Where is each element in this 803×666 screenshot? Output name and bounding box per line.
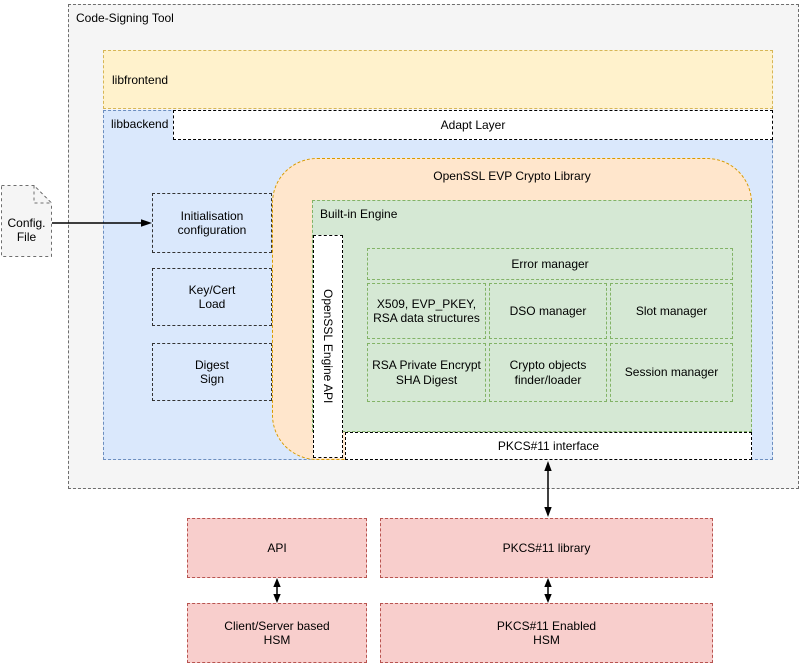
config-file-label: Config. File — [7, 215, 46, 244]
rsa-private-encrypt-box: RSA Private Encrypt SHA Digest — [367, 343, 486, 402]
slot-manager-label: Slot manager — [635, 303, 708, 318]
session-manager-label: Session manager — [624, 365, 719, 380]
dso-manager-box: DSO manager — [489, 283, 607, 339]
initialisation-configuration-label: Initialisation configuration — [177, 208, 247, 237]
key-cert-load-label: Key/Cert Load — [188, 282, 236, 311]
api-label: API — [267, 540, 287, 555]
digest-sign-label: Digest Sign — [194, 357, 229, 386]
pkcs11-interface-box: PKCS#11 interface — [345, 432, 752, 460]
dso-manager-label: DSO manager — [509, 303, 587, 318]
arrow-pkcs11library-pkcs11hsm — [544, 578, 552, 603]
arrow-configfile-to-initialisation — [52, 219, 152, 227]
pkcs11-enabled-hsm-label: PKCS#11 Enabled HSM — [496, 618, 597, 647]
evp-crypto-library-label: OpenSSL EVP Crypto Library — [433, 169, 591, 183]
error-manager-label: Error manager — [511, 256, 589, 271]
crypto-objects-box: Crypto objects finder/loader — [489, 343, 607, 402]
libfrontend-label: libfrontend — [112, 72, 169, 87]
pkcs11-library-box: PKCS#11 library — [380, 518, 713, 578]
api-box: API — [187, 518, 367, 578]
slot-manager-box: Slot manager — [610, 283, 733, 339]
client-server-hsm-box: Client/Server based HSM — [187, 603, 367, 663]
key-cert-load-box: Key/Cert Load — [152, 268, 272, 326]
session-manager-box: Session manager — [610, 343, 733, 402]
initialisation-configuration-box: Initialisation configuration — [152, 193, 272, 253]
client-server-hsm-label: Client/Server based HSM — [224, 618, 330, 647]
error-manager-box: Error manager — [367, 248, 733, 280]
pkcs11-enabled-hsm-box: PKCS#11 Enabled HSM — [380, 603, 713, 663]
crypto-objects-label: Crypto objects finder/loader — [509, 358, 587, 387]
rsa-private-encrypt-label: RSA Private Encrypt SHA Digest — [372, 358, 481, 387]
code-signing-tool-label: Code-Signing Tool — [76, 11, 174, 25]
note-shape — [1, 185, 52, 257]
pkcs11-library-label: PKCS#11 library — [502, 540, 591, 555]
adapt-layer-label: Adapt Layer — [440, 117, 506, 132]
x509-data-structures-label: X509, EVP_PKEY, RSA data structures — [373, 296, 480, 325]
pkcs11-interface-label: PKCS#11 interface — [497, 438, 600, 453]
builtin-engine-label: Built-in Engine — [320, 207, 398, 221]
libfrontend-box: libfrontend — [103, 50, 773, 109]
config-file-note: Config. File — [1, 185, 52, 257]
arrow-pkcs11interface-pkcs11library — [544, 461, 552, 517]
arrow-api-clientserverhsm — [273, 578, 281, 603]
adapt-layer-box: Adapt Layer — [173, 110, 773, 140]
digest-sign-box: Digest Sign — [152, 343, 272, 401]
x509-data-structures-box: X509, EVP_PKEY, RSA data structures — [367, 283, 486, 339]
openssl-engine-api-box: OpenSSL Engine API — [313, 235, 343, 458]
libbackend-label: libbackend — [111, 117, 169, 131]
openssl-engine-api-label: OpenSSL Engine API — [321, 289, 336, 404]
